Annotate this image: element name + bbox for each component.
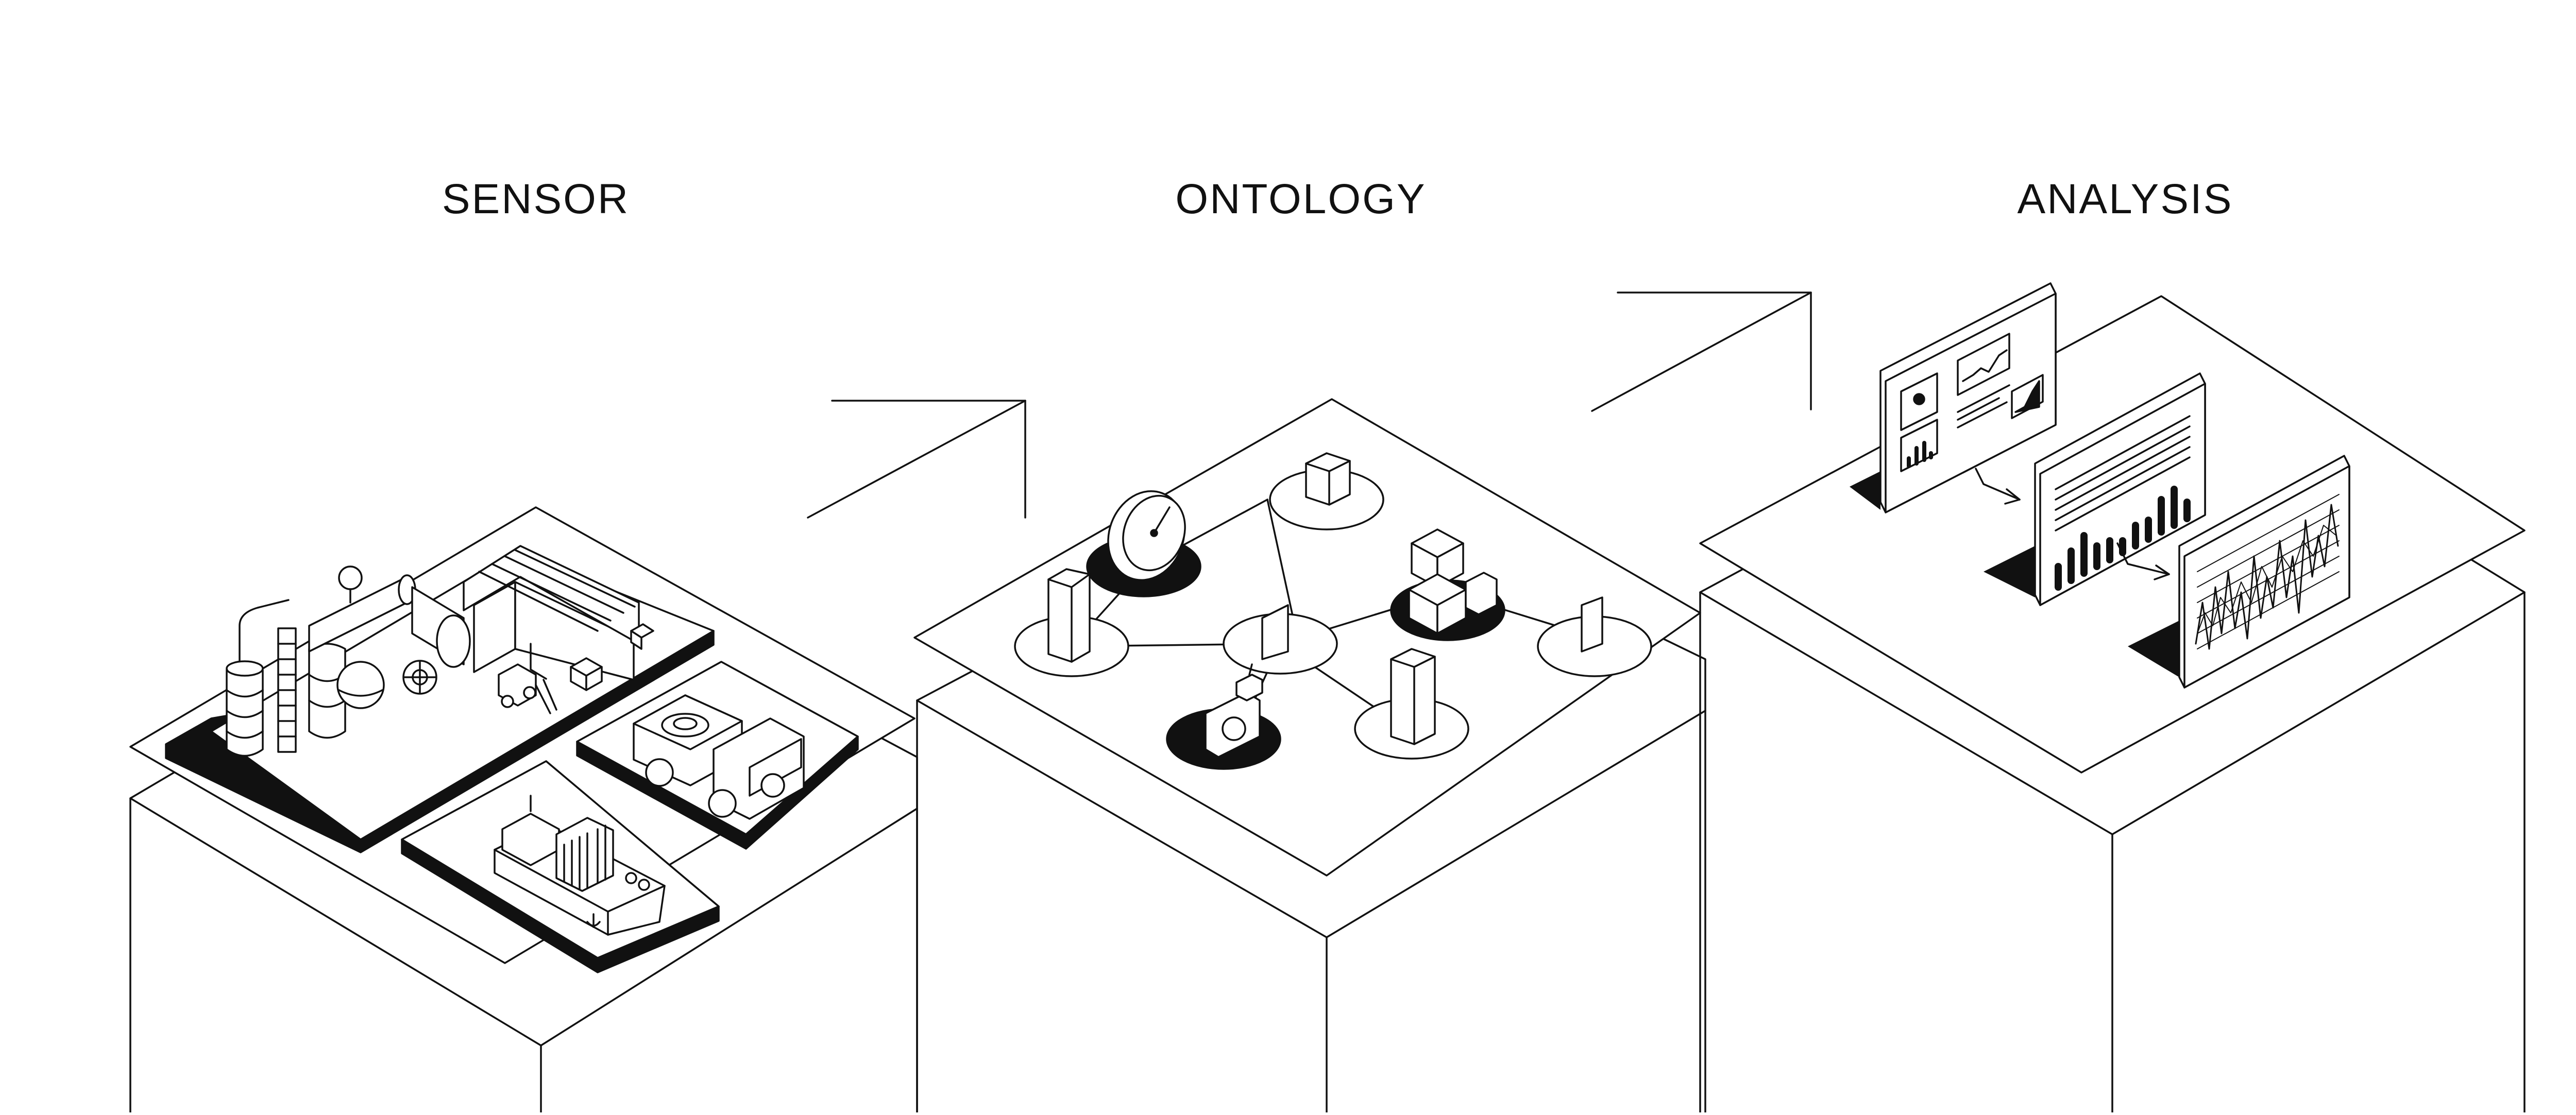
stage-title-sensor: SENSOR bbox=[442, 176, 630, 222]
arrow-icon bbox=[1975, 468, 2170, 580]
line-chart-icon bbox=[2178, 455, 2350, 689]
truck-icon bbox=[633, 694, 805, 820]
wedge-icon bbox=[1261, 596, 1603, 660]
dashboard-icon bbox=[1879, 282, 2057, 513]
ship-icon bbox=[494, 795, 666, 936]
gauge-icon bbox=[1107, 490, 1186, 581]
refinery-icon bbox=[226, 565, 471, 757]
forklift-icon bbox=[498, 663, 557, 714]
camera-icon bbox=[1205, 663, 1263, 758]
arrow-sensor-to-ontology bbox=[807, 400, 1026, 519]
boxes-icon bbox=[1408, 528, 1498, 634]
stage-title-ontology: ONTOLOGY bbox=[1175, 176, 1427, 222]
stage-title-analysis: ANALYSIS bbox=[2017, 176, 2233, 222]
arrow-ontology-to-analysis bbox=[1591, 291, 1812, 412]
hexagon-prism-icon bbox=[1047, 452, 1436, 745]
panel-shadows bbox=[1850, 471, 2179, 677]
bar-chart-icon bbox=[2034, 372, 2206, 606]
warehouse-icon bbox=[463, 545, 654, 691]
